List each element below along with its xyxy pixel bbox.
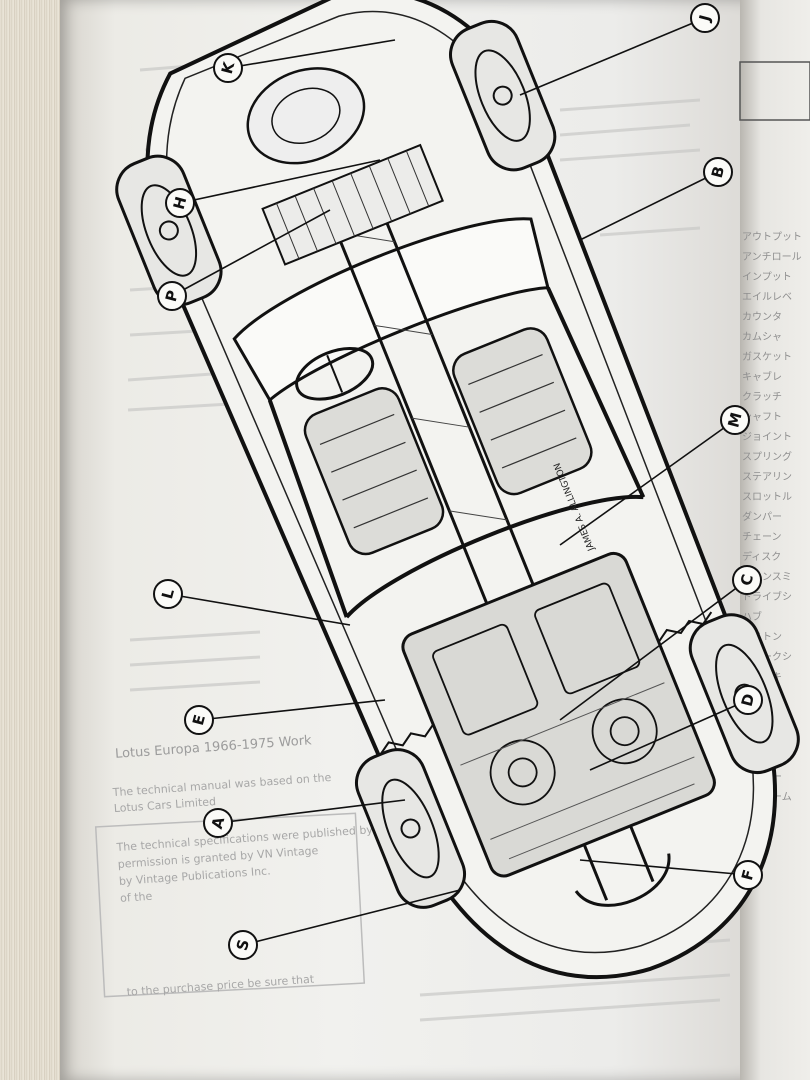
callout-leader-line-s xyxy=(242,889,461,946)
callout-label-c: C xyxy=(737,572,757,587)
callout-circle-k xyxy=(213,53,243,83)
faded-heading: Lotus Europa 1966-1975 Work xyxy=(115,733,313,762)
callout-circle-l xyxy=(153,579,183,609)
facing-page-edge xyxy=(740,0,810,1080)
callout-leader-line-c xyxy=(559,579,748,721)
facing-page-word: シャフト xyxy=(742,412,782,423)
callout-leader-line-e xyxy=(198,699,386,721)
callout-circle-c xyxy=(732,565,762,595)
callout-leader-line-a xyxy=(217,799,406,824)
facing-page-word: クラッチ xyxy=(742,391,782,403)
facing-page-word: ステアリン xyxy=(742,472,792,483)
callout-leader-line-l xyxy=(167,593,351,626)
facing-page-word: スプリング xyxy=(742,450,792,463)
callout-circle-h xyxy=(165,188,195,218)
callout-leader-line-k xyxy=(227,39,396,69)
callout-label-p: P xyxy=(162,288,182,303)
facing-page-word: アウトプット xyxy=(742,231,802,243)
facing-page-box xyxy=(739,61,810,121)
callout-label-e: E xyxy=(189,713,209,728)
callout-circle-p xyxy=(157,281,187,311)
faded-box-line-4: of the xyxy=(120,890,153,905)
callout-circle-d xyxy=(733,685,763,715)
facing-page-word: ガスケット xyxy=(742,351,792,363)
callout-leader-line-h xyxy=(179,159,381,204)
callout-leader-line-f xyxy=(579,859,749,876)
callout-leader-line-j xyxy=(519,17,706,96)
faded-caption-1: The technical manual was based on the xyxy=(111,771,332,799)
callout-leader-line-p xyxy=(171,209,331,297)
facing-page-word: インプット xyxy=(742,271,792,283)
facing-page-word: キャブレ xyxy=(742,370,782,383)
callout-label-s: S xyxy=(233,937,253,952)
callout-label-j: J xyxy=(695,13,714,24)
facing-page-word: アンチロール xyxy=(742,251,802,263)
callout-circle-j xyxy=(690,3,720,33)
facing-page-word: エイルレベ xyxy=(742,291,792,303)
callout-label-b: B xyxy=(708,164,728,180)
facing-page-word: ドライブシ xyxy=(742,590,792,603)
callout-circle-f xyxy=(733,860,763,890)
callout-label-a: A xyxy=(208,815,228,831)
book-page-edges xyxy=(0,0,70,1080)
callout-circle-e xyxy=(184,705,214,735)
facing-page-word: ディスク xyxy=(742,550,781,563)
callout-circle-b xyxy=(703,157,733,187)
callout-label-f: F xyxy=(738,868,758,883)
callout-label-h: H xyxy=(170,195,191,212)
callout-circle-a xyxy=(203,808,233,838)
callout-leader-line-m xyxy=(559,419,736,546)
faded-box-line-5: to the purchase price be sure that xyxy=(126,973,315,999)
callout-label-m: M xyxy=(724,410,745,429)
callout-circle-s xyxy=(228,930,258,960)
callout-leader-line-d xyxy=(589,699,749,771)
car-cutaway-illustration: JAMES A. ALLINGTON xyxy=(115,0,800,980)
facing-page-word: ダンパー xyxy=(742,510,782,523)
facing-page-word: チェーン xyxy=(742,531,782,543)
callout-circle-m xyxy=(720,405,750,435)
facing-page-word: スロットル xyxy=(742,492,792,503)
facing-page-word: ジョイント xyxy=(742,432,792,443)
callout-label-d: D xyxy=(738,692,759,709)
callout-leader-line-b xyxy=(579,171,719,241)
facing-page-word: カムシャ xyxy=(742,331,782,343)
facing-page-word: カウンタ xyxy=(742,311,782,323)
